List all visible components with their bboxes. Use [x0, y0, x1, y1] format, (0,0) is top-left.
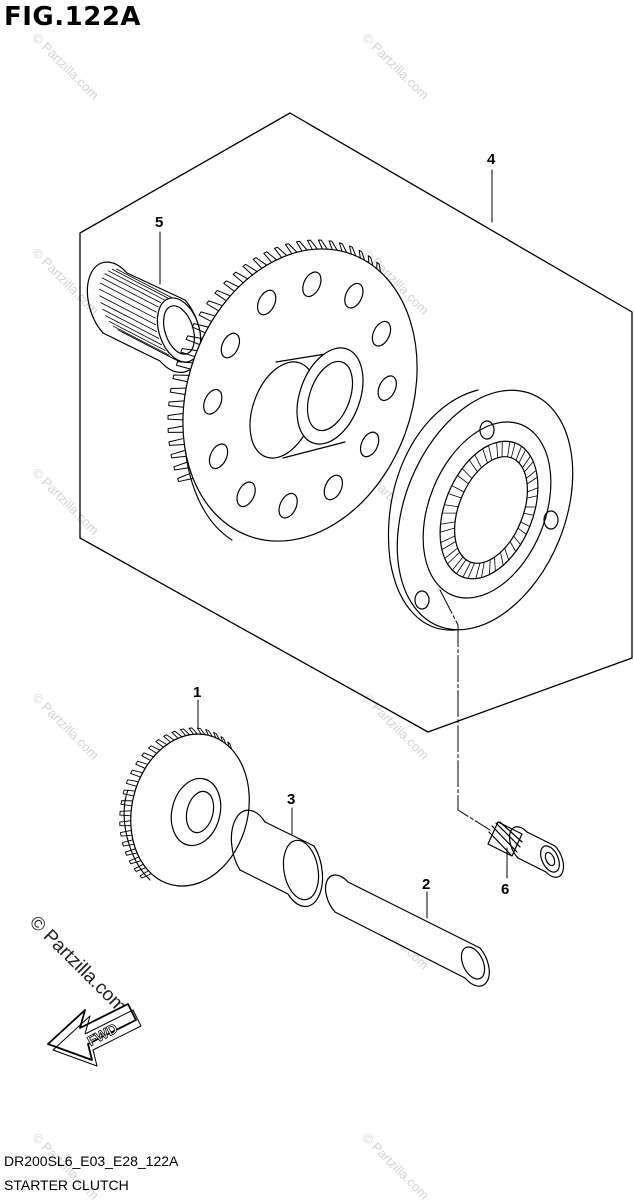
- one-way-clutch: [387, 389, 574, 631]
- figure-title: FIG.122A: [4, 2, 142, 32]
- idle-gear: [119, 727, 250, 887]
- gear-tooth: [155, 739, 168, 748]
- needle-roller: [117, 329, 175, 360]
- needle-roller: [105, 315, 163, 346]
- needle-roller: [108, 321, 166, 351]
- callout-3: 3: [287, 791, 295, 808]
- gear-tooth: [168, 400, 185, 408]
- gear-tooth: [185, 335, 203, 346]
- gear-tooth: [167, 413, 184, 421]
- needle-roller: [107, 270, 165, 301]
- gear-hole: [344, 282, 364, 309]
- needle-roller: [102, 308, 160, 339]
- gear-tooth: [177, 472, 194, 483]
- gear-tooth: [163, 734, 175, 743]
- gear-hole: [203, 388, 223, 415]
- needle-roller: [104, 273, 162, 304]
- gear-tooth: [119, 810, 132, 817]
- gear-tooth: [376, 261, 382, 273]
- gear-tooth: [367, 255, 374, 267]
- gear-tooth: [306, 239, 318, 250]
- leader-lines: [159, 169, 508, 919]
- gear-tooth: [223, 280, 240, 292]
- gear-tooth: [263, 251, 278, 263]
- gear-tooth: [206, 300, 223, 312]
- needle-roller: [101, 277, 159, 308]
- callout-1: 1: [193, 684, 201, 701]
- needle-roller: [100, 302, 158, 333]
- gear-tooth: [167, 425, 184, 433]
- callout-2: 2: [422, 876, 430, 893]
- gear-tooth: [141, 752, 155, 761]
- starter-driven-gear: [167, 239, 418, 542]
- gear-tooth: [213, 731, 220, 740]
- needle-roller: [116, 268, 174, 299]
- gear-hole: [236, 481, 256, 508]
- needle-roller: [112, 325, 170, 356]
- gear-tooth: [196, 727, 206, 735]
- gear-tooth: [171, 730, 183, 739]
- gear-tooth: [328, 240, 338, 251]
- gear-hole: [359, 431, 380, 458]
- gear-tooth: [122, 789, 136, 797]
- needle-roller: [99, 295, 157, 326]
- gear-hole: [377, 375, 397, 402]
- callout-5: 5: [155, 214, 163, 231]
- gear-tooth: [179, 728, 190, 737]
- gear-tooth: [168, 437, 185, 446]
- gear-hole: [323, 474, 344, 501]
- gear-tooth: [175, 361, 194, 370]
- needle-roller: [99, 282, 157, 313]
- gear-tooth: [130, 769, 144, 778]
- gear-tooth: [227, 741, 233, 750]
- gear-tooth: [214, 289, 231, 302]
- gear-tooth: [232, 271, 249, 284]
- needle-bearing: [86, 261, 202, 374]
- shaft: [324, 874, 490, 987]
- callout-4: 4: [487, 151, 496, 168]
- gear-tooth: [274, 246, 288, 259]
- gear-tooth: [191, 323, 209, 334]
- gear-tooth: [120, 800, 134, 807]
- bolt-centerline: [439, 589, 491, 831]
- footer-diagram-name: STARTER CLUTCH: [4, 1177, 129, 1193]
- gear-tooth: [172, 374, 190, 383]
- gear-tooth: [198, 311, 216, 323]
- assembly-box: [79, 112, 633, 733]
- gear-hole: [256, 289, 277, 316]
- bolt: [487, 821, 565, 878]
- gear-tooth: [148, 745, 161, 754]
- fwd-direction-arrow: FWD: [47, 1003, 142, 1067]
- gear-tooth: [285, 243, 298, 255]
- callout-6: 6: [501, 881, 509, 898]
- gear-tooth: [169, 387, 187, 395]
- gear-tooth: [295, 240, 308, 252]
- gear-hole: [302, 271, 322, 298]
- gear-tooth: [317, 239, 328, 250]
- gear-tooth: [358, 249, 366, 261]
- needle-roller: [99, 288, 156, 319]
- gear-tooth: [252, 257, 268, 269]
- gear-hole: [220, 332, 241, 359]
- gear-tooth: [188, 727, 198, 735]
- gear-tooth: [173, 461, 190, 471]
- gear-tooth: [125, 779, 139, 787]
- gear-hole: [208, 443, 229, 470]
- gear-hole: [371, 320, 392, 347]
- gear-tooth: [124, 848, 138, 856]
- gear-tooth: [338, 242, 348, 254]
- gear-tooth: [242, 263, 258, 276]
- gear-tooth: [170, 449, 187, 459]
- gear-tooth: [220, 736, 227, 745]
- needle-roller: [111, 268, 169, 299]
- gear-tooth: [180, 348, 198, 358]
- gear-hole: [278, 492, 298, 519]
- bushing: [230, 809, 324, 907]
- footer-diagram-code: DR200SL6_E03_E28_122A: [4, 1153, 179, 1169]
- gear-tooth: [205, 729, 213, 737]
- gear-tooth: [349, 245, 357, 257]
- gear-tooth: [135, 760, 149, 769]
